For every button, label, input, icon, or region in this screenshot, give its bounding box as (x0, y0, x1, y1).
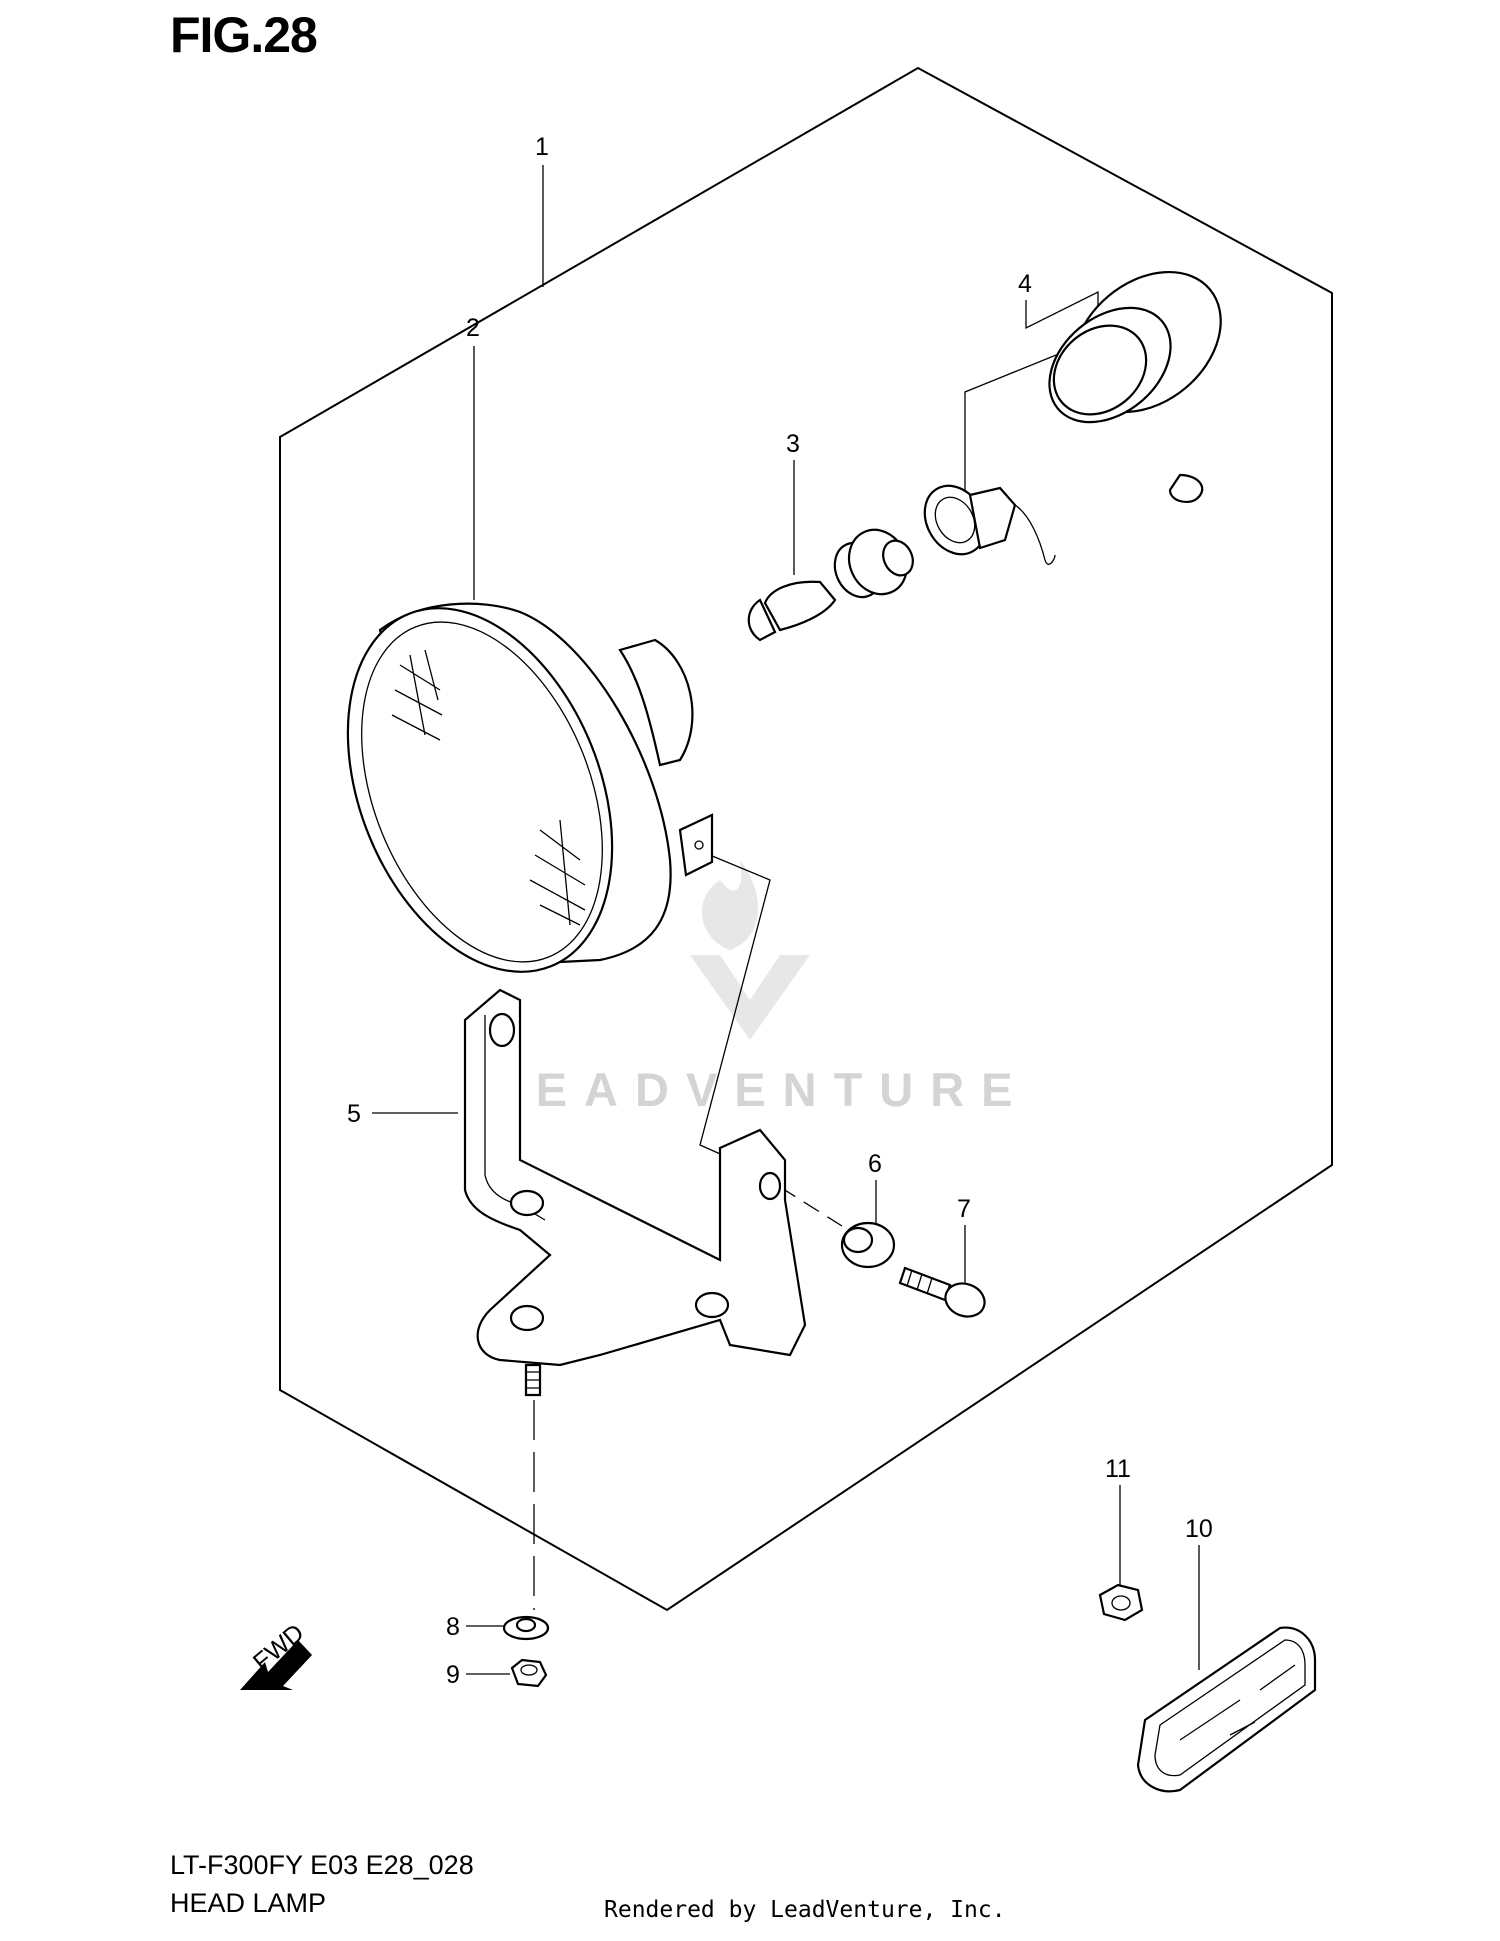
callout-7: 7 (957, 1195, 971, 1223)
callout-2: 2 (466, 314, 480, 342)
figure-name: HEAD LAMP (170, 1888, 327, 1918)
callout-1: 1 (535, 133, 549, 161)
callout-8: 8 (446, 1613, 460, 1641)
socket-assembly (923, 270, 1222, 565)
callout-6: 6 (868, 1150, 882, 1178)
model-code: LT-F300FY E03 E28_028 (170, 1850, 474, 1880)
callout-11: 11 (1105, 1455, 1131, 1483)
callout-10: 10 (1185, 1515, 1213, 1543)
grommet (840, 1221, 896, 1269)
fwd-arrow: FWD (240, 1619, 312, 1690)
bolt (898, 1266, 986, 1318)
assembly-outline (279, 66, 1333, 1612)
bulb (747, 528, 914, 642)
callout-5: 5 (347, 1100, 361, 1128)
watermark-text: LEADVENTURE (490, 1063, 1030, 1116)
nut (510, 1658, 548, 1688)
headlamp-unit (346, 602, 714, 973)
mounting-bracket (463, 988, 807, 1397)
rendered-by-credit: Rendered by LeadVenture, Inc. (604, 1897, 1006, 1923)
washer (502, 1615, 550, 1641)
figure-title: FIG.28 (170, 7, 318, 63)
callout-9: 9 (446, 1661, 460, 1689)
callout-4: 4 (1018, 270, 1032, 298)
reflector (1136, 1626, 1317, 1793)
watermark-logo (690, 860, 810, 1040)
callout-3: 3 (786, 430, 800, 458)
clip-nut (1098, 1583, 1144, 1622)
